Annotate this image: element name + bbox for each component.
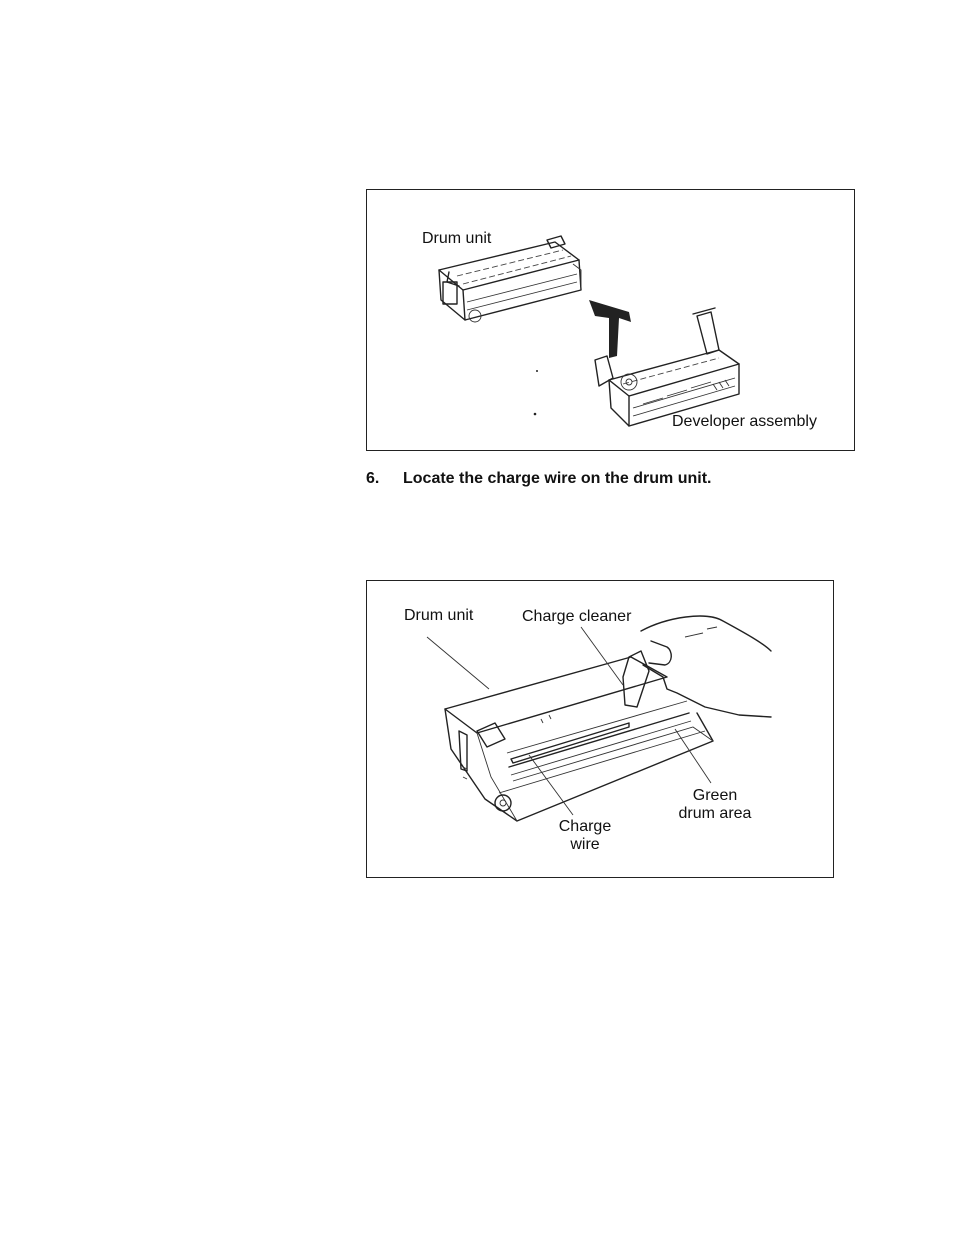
figure-drum-developer-separation: Drum unit Developer assembly (366, 189, 855, 451)
green-drum-area-label-line1: Green (667, 787, 763, 805)
green-drum-area-leader (675, 729, 711, 783)
drum-unit-drawing (439, 236, 581, 322)
charge-wire-label-line1: Charge (547, 818, 623, 836)
charge-wire-label-line2: wire (547, 836, 623, 854)
green-drum-area-label-line2: drum area (667, 805, 763, 823)
developer-assembly-drawing (534, 308, 739, 426)
drum-unit-label: Drum unit (404, 607, 473, 625)
developer-assembly-label: Developer assembly (672, 413, 817, 431)
lift-arrow-drawing (589, 300, 631, 358)
figure-charge-wire-location: Drum unit Charge cleaner Green drum area… (366, 580, 834, 878)
step-number: 6. (366, 470, 403, 488)
charge-cleaner-label: Charge cleaner (522, 608, 631, 626)
step-instruction: 6.Locate the charge wire on the drum uni… (366, 470, 711, 488)
drum-unit-label: Drum unit (422, 230, 491, 248)
charge-wire-label: Charge wire (547, 818, 623, 854)
charge-cleaner-leader (581, 627, 623, 685)
green-drum-area-label: Green drum area (667, 787, 763, 823)
charge-wire-leader (529, 755, 573, 815)
drum-unit-leader (427, 637, 489, 689)
step-text: Locate the charge wire on the drum unit. (403, 470, 711, 487)
hand-drawing (623, 616, 771, 717)
